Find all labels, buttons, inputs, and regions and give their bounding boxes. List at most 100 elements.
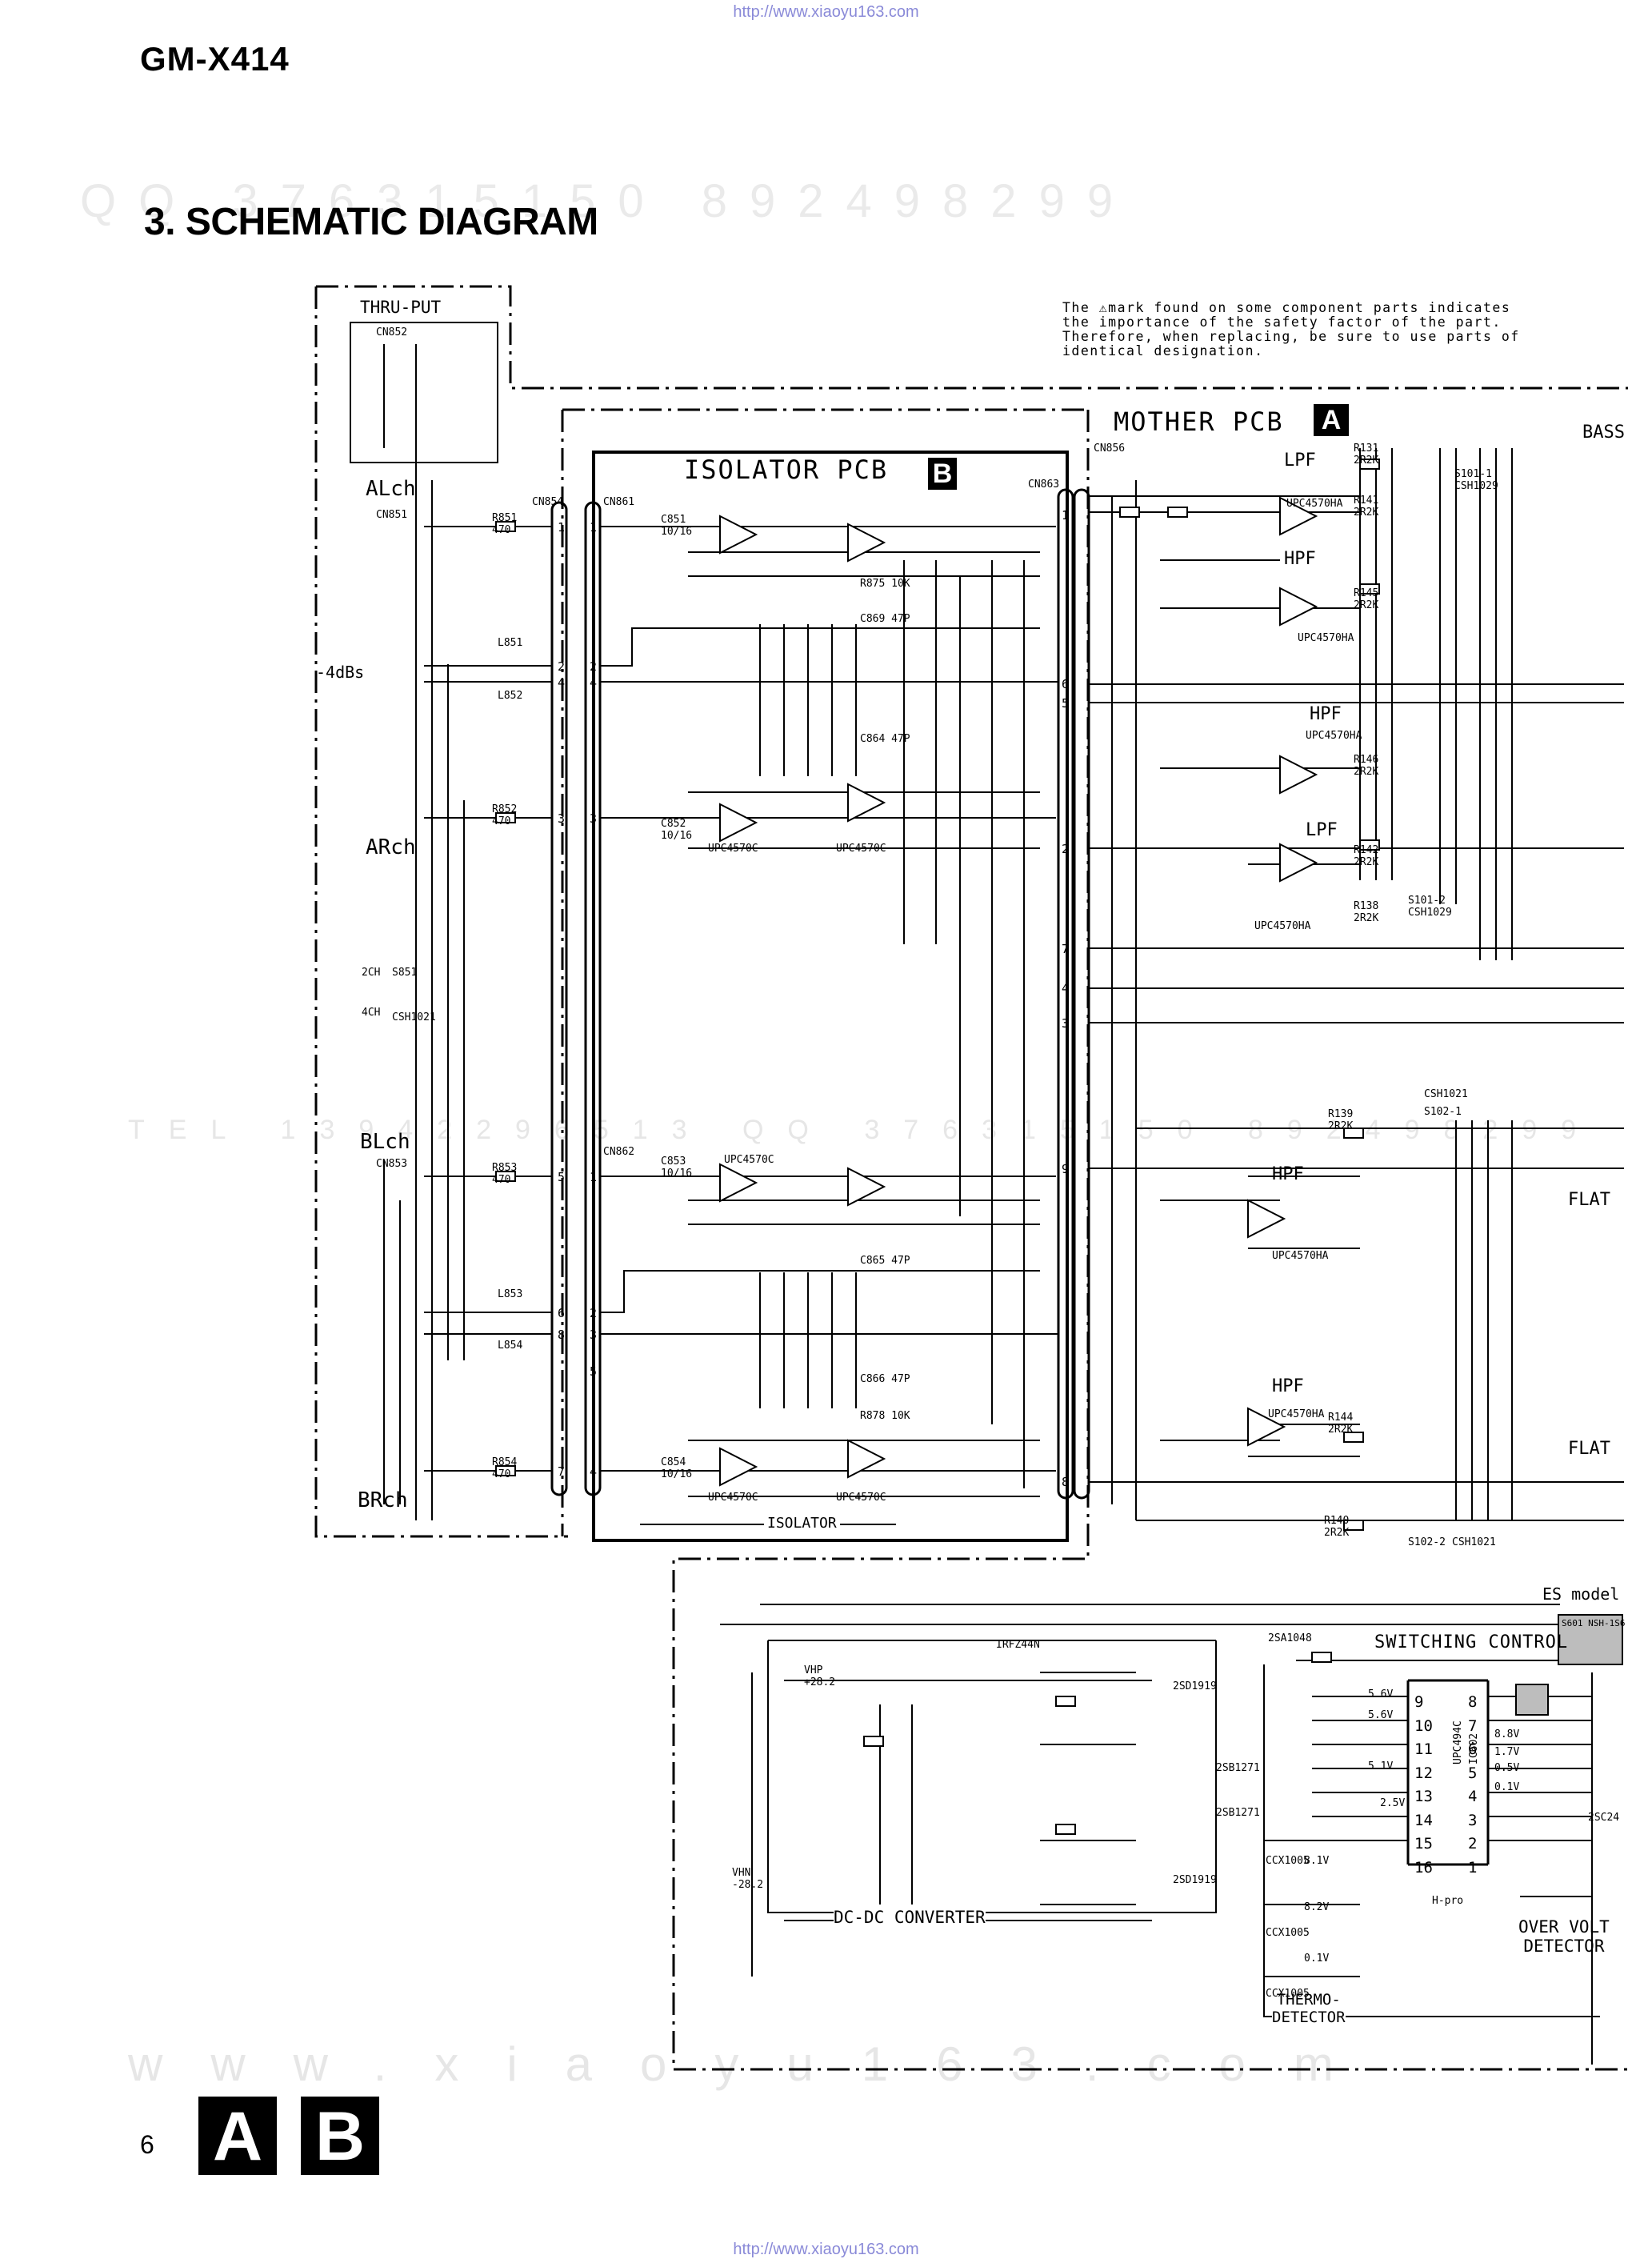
- switching-control-label: SWITCHING CONTROL: [1374, 1632, 1569, 1652]
- opamp-mother-2: UPC4570HA: [1298, 632, 1354, 644]
- c854-label: C854 10/16: [661, 1456, 693, 1480]
- voltage-1: 5.6V: [1368, 1688, 1394, 1700]
- brch-label: BRch: [358, 1488, 408, 1512]
- c866-label: C866 47P: [860, 1373, 910, 1385]
- lpf-label-2: LPF: [1306, 820, 1338, 840]
- ic602-part: UPC494C: [1452, 1720, 1464, 1764]
- voltage-11: 0.1V: [1304, 1953, 1330, 1965]
- c852-label: C852 10/16: [661, 818, 693, 842]
- page-number: 6: [140, 2130, 154, 2159]
- s101-1-label: S101-1: [1454, 468, 1492, 480]
- l853-label: L853: [498, 1288, 523, 1300]
- opamp-mother-5: UPC4570HA: [1272, 1250, 1329, 1262]
- arch-label: ARch: [366, 835, 416, 859]
- over-volt-detector-label: OVER VOLT DETECTOR: [1518, 1917, 1610, 1956]
- lpf-label-1: LPF: [1284, 451, 1316, 471]
- thermo-detector-label: THERMO- DETECTOR: [1272, 1991, 1346, 2026]
- cn852-label: CN852: [376, 326, 408, 338]
- s102-2-label: S102-2: [1408, 1536, 1446, 1548]
- vhn-label: VHN -28.2: [732, 1867, 764, 1891]
- opamp-mother-4: UPC4570HA: [1254, 920, 1311, 932]
- mother-pcb-tag: A: [1314, 404, 1349, 436]
- bass-label: BASS: [1582, 423, 1625, 443]
- hpf-label-4: HPF: [1272, 1376, 1304, 1396]
- r145-label: R145 2R2K: [1354, 587, 1379, 611]
- transistor-2sb1271-2: 2SB1271: [1216, 1807, 1260, 1819]
- opamp-isolator-3: UPC4570C: [724, 1154, 774, 1166]
- voltage-4: 1.7V: [1494, 1746, 1520, 1758]
- r854-label: R854 470: [492, 1456, 518, 1480]
- cn863-label: CN863: [1028, 479, 1060, 491]
- blch-label: BLch: [360, 1130, 410, 1154]
- ch-switch-2ch: 2CH: [362, 967, 381, 979]
- s851-ref: S851: [392, 967, 418, 979]
- alch-label: ALch: [366, 477, 416, 501]
- c864-label: C864 47P: [860, 733, 910, 745]
- hpf-label-1: HPF: [1284, 549, 1316, 569]
- c865-label: C865 47P: [860, 1255, 910, 1267]
- opamp-mother-1: UPC4570HA: [1286, 498, 1343, 510]
- c851-label: C851 10/16: [661, 514, 693, 538]
- mosfet-label: IRFZ44N: [996, 1639, 1040, 1651]
- opamp-isolator-5: UPC4570C: [836, 1492, 886, 1504]
- voltage-9: 8.1V: [1304, 1855, 1330, 1867]
- l854-label: L854: [498, 1340, 523, 1352]
- voltage-5: 0.5V: [1494, 1762, 1520, 1774]
- es-model-label: ES model: [1542, 1584, 1620, 1604]
- c869-label: C869 47P: [860, 613, 910, 625]
- isolator-bottom-label: ISOLATOR: [764, 1515, 840, 1532]
- cn862-label: CN862: [603, 1146, 635, 1158]
- voltage-8: 2.5V: [1380, 1797, 1406, 1809]
- cn856-label: CN856: [1094, 443, 1126, 455]
- r140-label: R140 2R2K: [1324, 1515, 1350, 1539]
- watermark-bottom: www.xiaoyu163.com: [128, 2037, 1382, 2091]
- cn851-label: CN851: [376, 509, 408, 521]
- isolator-pcb-tag: B: [928, 458, 957, 490]
- flat-label-1: FLAT: [1568, 1190, 1610, 1210]
- cn854-label: CN854: [532, 496, 564, 508]
- watermark-middle: TEL 13942296513 QQ 376315150 892498299: [128, 1115, 1601, 1145]
- thermistor-2: CCX1005: [1266, 1927, 1310, 1939]
- hpf-label-2: HPF: [1310, 704, 1342, 724]
- page-tag-b: B: [301, 2097, 379, 2175]
- l852-label: L852: [498, 690, 523, 702]
- voltage-10: 8.2V: [1304, 1901, 1330, 1913]
- transistor-2sc24: 2SC24: [1588, 1812, 1620, 1824]
- thru-put-label: THRU-PUT: [360, 298, 442, 317]
- transistor-2sa1048: 2SA1048: [1268, 1632, 1312, 1644]
- voltage-7: 5.1V: [1368, 1760, 1394, 1772]
- r851-label: R851 470: [492, 512, 518, 536]
- cn853-label: CN853: [376, 1158, 408, 1170]
- opamp-isolator-4: UPC4570C: [708, 1492, 758, 1504]
- thermistor-1: CCX1005: [1266, 1855, 1310, 1867]
- transistor-2sd1919-2: 2SD1919: [1173, 1874, 1217, 1886]
- r853-label: R853 470: [492, 1162, 518, 1186]
- page-tag-a: A: [198, 2097, 277, 2175]
- vhp-label: VHP +28.2: [804, 1664, 836, 1688]
- transistor-2sd1919-1: 2SD1919: [1173, 1680, 1217, 1692]
- flat-label-2: FLAT: [1568, 1439, 1610, 1459]
- s601-label: S601 NSH-1S6: [1562, 1618, 1626, 1628]
- cn861-label: CN861: [603, 496, 635, 508]
- thermistor-3: CCX1005: [1266, 1988, 1310, 2000]
- s102-2-part: CSH1021: [1452, 1536, 1496, 1548]
- r852-label: R852 470: [492, 803, 518, 827]
- r131-label: R131 2R2K: [1354, 443, 1379, 467]
- safety-note: The ⚠mark found on some component parts …: [1062, 300, 1520, 358]
- r142-label: R142 2R2K: [1354, 844, 1379, 868]
- section-title: 3. SCHEMATIC DIAGRAM: [144, 201, 598, 243]
- s102-1-label: S102-1: [1424, 1106, 1462, 1118]
- source-url-bottom: http://www.xiaoyu163.com: [733, 2241, 919, 2258]
- c853-label: C853 10/16: [661, 1156, 693, 1180]
- watermark-top: QQ 376315150 892498299: [80, 175, 1136, 227]
- opamp-mother-6: UPC4570HA: [1268, 1408, 1325, 1420]
- r875-label: R875 10K: [860, 578, 910, 590]
- level-label: -4dBs: [316, 663, 365, 682]
- opamp-mother-3: UPC4570HA: [1306, 730, 1362, 742]
- r878-label: R878 10K: [860, 1410, 910, 1422]
- s101-part-label: CSH1029: [1454, 480, 1498, 492]
- r144-label: R144 2R2K: [1328, 1412, 1354, 1436]
